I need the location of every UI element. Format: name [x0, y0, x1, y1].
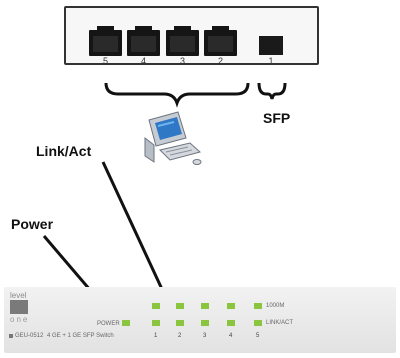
switch-rear-panel: 5 4 3 2 1 — [64, 6, 319, 66]
link-act-arrow — [101, 161, 169, 301]
front-port-number-2: 2 — [178, 333, 182, 339]
link-act-callout-label: Link/Act — [36, 143, 92, 159]
port5-linkact-led — [254, 320, 262, 326]
rj45-group-brace — [104, 82, 250, 108]
port1-1000m-led — [152, 303, 160, 309]
power-led — [122, 320, 130, 326]
front-port-number-1: 1 — [154, 333, 158, 339]
port2-linkact-led — [176, 320, 184, 326]
switch-front-panel: level one POWER 1000M LINK/ACT GEU-0512 … — [4, 287, 396, 353]
port1-linkact-led — [152, 320, 160, 326]
port2-1000m-led — [176, 303, 184, 309]
logo-mark — [10, 300, 28, 314]
model-number: GEU-0512 — [15, 333, 44, 339]
levelone-logo: level one — [10, 291, 30, 324]
rj45-port-4 — [127, 26, 160, 56]
linkact-label: LINK/ACT — [266, 320, 294, 326]
power-label: POWER — [97, 321, 120, 327]
front-port-number-5: 5 — [256, 333, 260, 339]
port3-1000m-led — [201, 303, 209, 309]
sfp-port-number: 1 — [268, 56, 274, 66]
port-number-4: 4 — [140, 56, 146, 66]
port-number-5: 5 — [102, 56, 108, 66]
port4-1000m-led — [227, 303, 235, 309]
port3-linkact-led — [201, 320, 209, 326]
front-port-number-4: 4 — [229, 333, 233, 339]
model-square-icon — [9, 334, 13, 338]
1000m-label: 1000M — [266, 303, 285, 309]
rj45-port-3 — [166, 26, 199, 56]
power-callout-label: Power — [11, 216, 54, 232]
front-port-number-3: 3 — [203, 333, 207, 339]
port-number-2: 2 — [217, 56, 223, 66]
logo-text-level: level — [10, 291, 27, 300]
port5-1000m-led — [254, 303, 262, 309]
logo-text-one: one — [10, 315, 30, 324]
sfp-brace — [257, 82, 287, 100]
port4-linkact-led — [227, 320, 235, 326]
sfp-callout-label: SFP — [263, 110, 291, 126]
rj45-port-2 — [204, 26, 237, 56]
sfp-port — [259, 36, 283, 55]
model-description: 4 GE + 1 GE SFP Switch — [47, 333, 114, 339]
computer-icon — [144, 111, 202, 165]
port-number-3: 3 — [179, 56, 185, 66]
rj45-port-5 — [89, 26, 122, 56]
